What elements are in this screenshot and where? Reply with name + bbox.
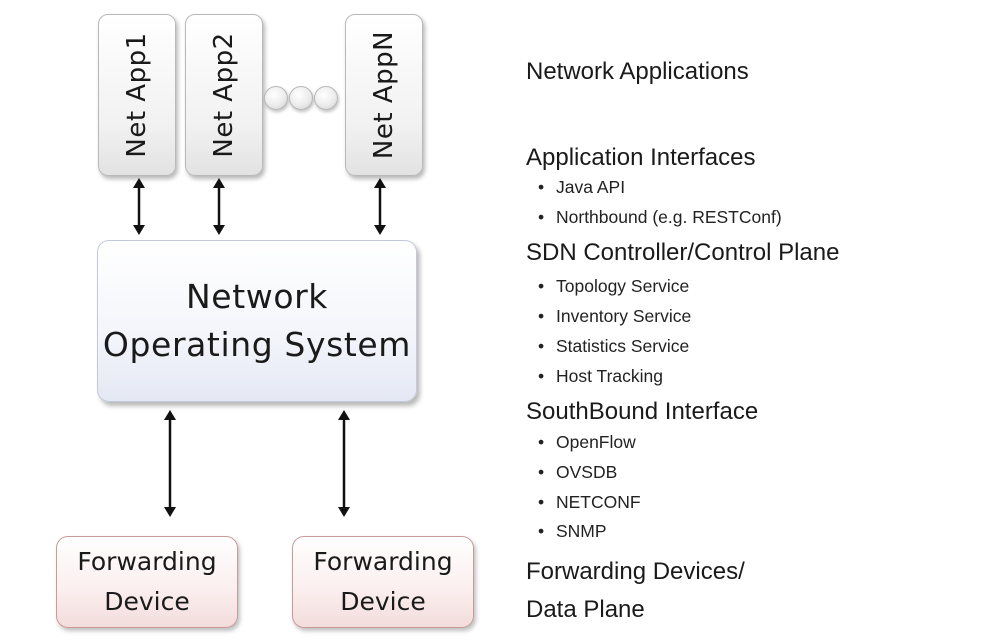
forwarding-device-1-line2: Device [104,587,190,616]
ellipsis-dot [289,86,313,110]
bullet-item: •OVSDB [538,462,618,482]
forwarding-plane-heading-line2: Data Plane [526,596,645,623]
forwarding-device-1-line1: Forwarding [77,547,217,576]
bullet-item: •OpenFlow [538,432,636,452]
bullet-item: •NETCONF [538,492,641,512]
nos-label-line2: Operating System [102,325,412,364]
bullet-text: SNMP [556,521,607,541]
net-app-1-box: Net App1 [98,14,176,176]
net-app-2-box: Net App2 [185,14,263,176]
bullet-text: Inventory Service [556,306,692,326]
forwarding-device-1-box: Forwarding Device [56,536,238,628]
bullet-text: Java API [556,177,626,197]
ellipsis-dots [262,86,342,112]
bullet-item: •Java API [538,177,626,197]
bullet-text: Northbound (e.g. RESTConf) [556,207,782,227]
bullet-item: •Inventory Service [538,306,692,326]
ellipsis-dot [264,86,288,110]
nos-label-line1: Network [186,277,328,316]
controller-heading: SDN Controller/Control Plane [526,239,840,266]
network-applications-heading: Network Applications [526,58,749,85]
net-app-n-box: Net AppN [345,14,423,176]
forwarding-device-2-line1: Forwarding [313,547,453,576]
forwarding-plane-heading-line1: Forwarding Devices/ [526,558,745,585]
southbound-heading: SouthBound Interface [526,398,759,425]
network-operating-system-box: Network Operating System [97,240,417,402]
ellipsis-dot [314,86,338,110]
bullet-item: •Northbound (e.g. RESTConf) [538,207,782,227]
forwarding-device-2-box: Forwarding Device [292,536,474,628]
bullet-text: Host Tracking [556,366,663,386]
bullet-text: Statistics Service [556,336,690,356]
bullet-text: OVSDB [556,462,618,482]
forwarding-device-2-line2: Device [340,587,426,616]
bullet-text: OpenFlow [556,432,636,452]
bullet-text: NETCONF [556,492,641,512]
application-interfaces-heading: Application Interfaces [526,144,756,171]
bullet-item: •Statistics Service [538,336,690,356]
bullet-item: •Topology Service [538,276,690,296]
bullet-item: •Host Tracking [538,366,663,386]
bullet-text: Topology Service [556,276,690,296]
bullet-item: •SNMP [538,521,607,541]
